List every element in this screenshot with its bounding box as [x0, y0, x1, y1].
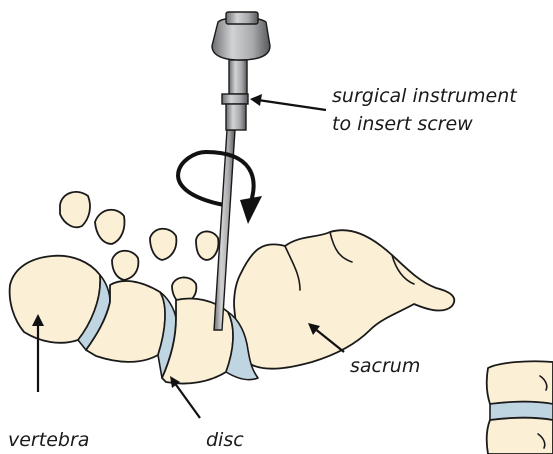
instrument-pointer-arrow	[250, 94, 326, 110]
rotation-arrow-head	[206, 152, 262, 224]
instrument-label-line1: surgical instrument	[332, 85, 518, 107]
vertebra-pointer-arrow	[32, 314, 44, 392]
sacrum-label: sacrum	[350, 355, 420, 377]
rotation-arrow	[178, 152, 224, 205]
instrument-grip	[222, 94, 248, 104]
vertebra-label: vertebra	[8, 429, 89, 451]
disc-label: disc	[206, 429, 244, 451]
sacrum-bone	[234, 230, 454, 369]
instrument-collar	[229, 60, 247, 94]
vertebra-detail-inset	[487, 361, 553, 454]
instrument-label-line2: to insert screw	[332, 113, 473, 135]
instrument-shaft	[214, 130, 235, 330]
